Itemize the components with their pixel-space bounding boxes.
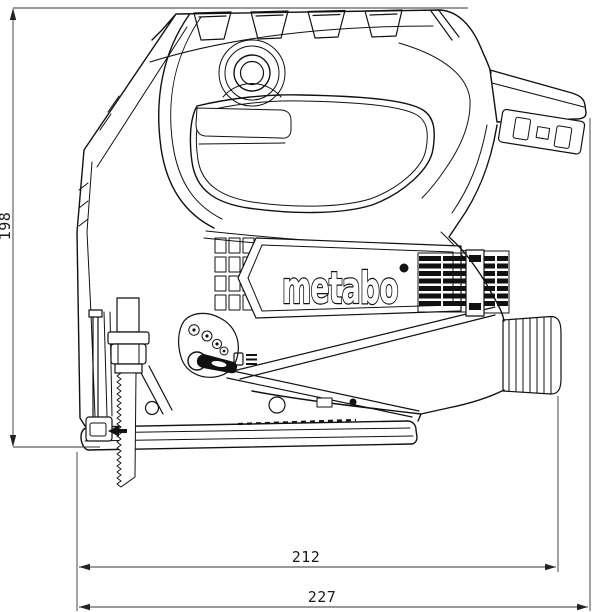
overall-length-dimension-label: 227	[308, 588, 337, 606]
knob-ring-2	[224, 45, 280, 101]
dust-extraction-port	[502, 315, 562, 395]
guide-rod-assembly	[85, 309, 127, 442]
shoe-lip-line	[86, 427, 411, 434]
dimension-annotations: 198 212 227	[0, 7, 591, 611]
height-extension-lines	[13, 7, 468, 448]
body-length-arrow-left	[79, 563, 90, 571]
selector-screw-2	[201, 330, 213, 342]
cord-assembly	[489, 69, 587, 155]
grip-opening-outer	[189, 94, 435, 214]
top-inner-seam	[149, 25, 434, 63]
dust-port-ribs	[508, 316, 552, 395]
speed-dial-knob	[218, 39, 286, 107]
logo-panel-inner	[247, 244, 454, 312]
height-arrow-bottom	[9, 435, 17, 447]
shoe-serration-marks	[237, 418, 357, 426]
underside-latch	[316, 397, 333, 408]
selector-screw-1	[188, 324, 200, 336]
guide-rod-cap	[88, 309, 103, 318]
overall-length-arrow-left	[79, 603, 90, 611]
dimension-overall-length: 227	[79, 118, 591, 611]
underside-dot	[349, 398, 357, 406]
guide-foot-inner	[89, 422, 107, 437]
direction-arrow-icon	[108, 425, 127, 437]
height-dimension-label: 198	[0, 212, 14, 241]
rib-divider-highlights	[441, 255, 497, 307]
plunger-rod	[116, 297, 140, 333]
shoe-bottom-edge	[87, 443, 412, 451]
grip-opening-inner	[195, 100, 428, 207]
screw-dot-2	[205, 334, 209, 338]
knob-ring-bold	[233, 54, 271, 92]
switch-panel-plate	[497, 108, 586, 155]
vent-bars-icon	[246, 354, 257, 365]
clamp-collar	[114, 363, 143, 374]
blade-clamp-assembly	[107, 297, 150, 374]
clamp-flange	[107, 331, 150, 345]
guide-rod	[92, 315, 99, 418]
overall-length-arrow-right	[577, 603, 588, 611]
lever-slot	[211, 360, 227, 368]
knob-ring-outer	[218, 39, 286, 107]
blade-clamp	[110, 343, 147, 365]
selector-latch	[233, 352, 244, 366]
height-arrow-top	[9, 8, 17, 20]
jigsaw-drawing: metabo	[76, 9, 587, 488]
front-face-detail-lines	[78, 26, 188, 417]
cord-sleeve-seam	[491, 82, 585, 108]
shoe-mid-line	[84, 435, 414, 442]
pendulum-stroke-selector	[178, 312, 257, 378]
shoe-front-cap	[80, 426, 90, 451]
switch-panel	[497, 108, 586, 155]
knob-boss-arc	[222, 83, 282, 98]
selector-screw-3	[211, 338, 223, 350]
rear-grip-inner-seam	[398, 42, 471, 199]
switch-button-center	[535, 126, 551, 140]
knob-ring-inner	[239, 60, 265, 86]
grip-clip	[465, 249, 485, 317]
dimension-body-length: 212	[76, 396, 559, 611]
dust-port-body	[502, 315, 562, 395]
body-outline	[76, 9, 505, 427]
base-plate	[80, 418, 418, 451]
body-length-arrow-right	[545, 563, 556, 571]
body-length-extension-lines	[76, 396, 559, 611]
handle-column-front-edge	[158, 14, 215, 229]
grip-thumb-ledge	[195, 107, 292, 145]
dimension-height: 198	[0, 7, 468, 448]
selector-screw-4	[219, 346, 229, 356]
screw-dot-1	[192, 328, 196, 332]
screw-dot-3	[215, 342, 219, 346]
handle-column-inner-edge	[170, 16, 223, 220]
metabo-logo: metabo	[282, 263, 398, 314]
top-vent-slots	[193, 9, 460, 41]
registered-trademark-dot	[399, 263, 409, 273]
underside-roller	[268, 396, 286, 414]
clamp-detail-lines	[117, 343, 140, 365]
shoe-rear-cap	[406, 420, 418, 445]
body-length-dimension-label: 212	[292, 548, 321, 566]
gusset-pivot	[144, 400, 160, 416]
switch-slot-right	[553, 125, 573, 149]
switch-slot-left	[512, 116, 532, 141]
screw-dot-4	[222, 349, 226, 353]
cord-strain-relief	[489, 69, 587, 123]
